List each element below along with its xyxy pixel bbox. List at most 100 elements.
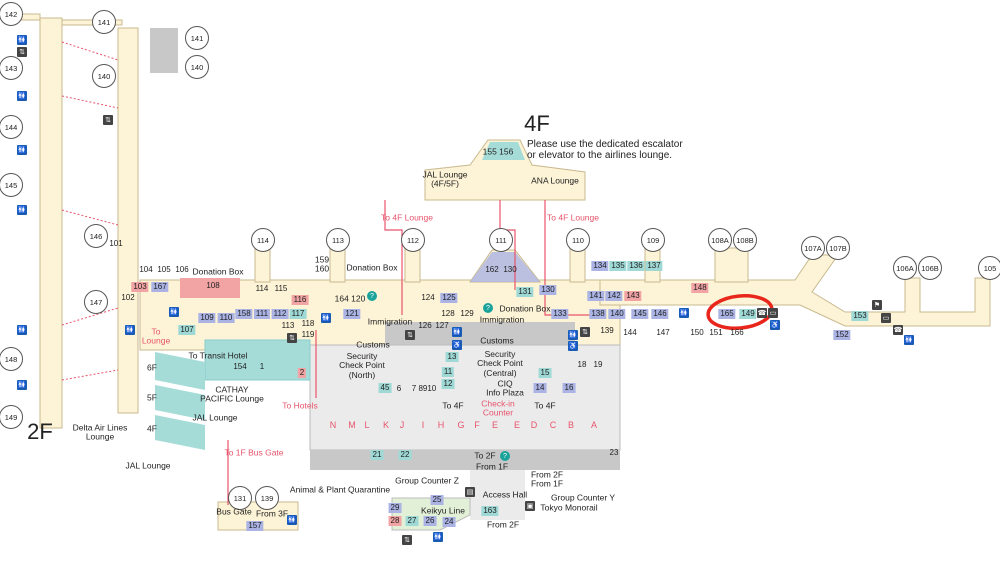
shop-number[interactable]: 158 <box>235 309 253 319</box>
label-to-transit-hotel[interactable]: To Transit Hotel <box>188 350 248 361</box>
shop-number[interactable]: 16 <box>562 383 576 393</box>
shop-number[interactable]: 29 <box>388 503 402 513</box>
shop-number[interactable]: 146 <box>651 309 669 319</box>
checkin-counter-letter[interactable]: I <box>421 420 425 430</box>
shop-number[interactable]: 116 <box>291 295 309 305</box>
gate-marker[interactable]: 143 <box>0 56 23 80</box>
shop-number[interactable]: 23 <box>609 448 619 457</box>
shop-number[interactable]: 136 <box>627 261 645 271</box>
shop-number[interactable]: 6 <box>396 384 402 393</box>
shop-number[interactable]: 162 <box>485 265 499 274</box>
gate-marker[interactable]: 149 <box>0 405 23 429</box>
shop-number[interactable]: 18 <box>577 360 587 369</box>
shop-number[interactable]: 127 <box>435 321 449 330</box>
shop-number[interactable]: 133 <box>551 309 569 319</box>
shop-number[interactable]: 110 <box>217 313 235 323</box>
info-icon[interactable]: ? <box>500 451 510 461</box>
shop-number[interactable]: 25 <box>430 495 444 505</box>
checkin-counter-letter[interactable]: K <box>382 420 390 430</box>
shop-number[interactable]: 151 <box>709 328 723 337</box>
shop-number[interactable]: 129 <box>460 309 474 318</box>
gate-marker[interactable]: 146 <box>84 224 108 248</box>
info-icon[interactable]: ? <box>367 291 377 301</box>
shop-number[interactable]: 128 <box>441 309 455 318</box>
gate-marker[interactable]: 107A <box>801 236 825 260</box>
gate-marker[interactable]: 144 <box>0 115 23 139</box>
checkin-counter-letter[interactable]: M <box>348 420 356 430</box>
shop-number[interactable]: 130 <box>503 265 517 274</box>
checkin-counter-letter[interactable]: N <box>329 420 337 430</box>
shop-number[interactable]: 102 <box>121 293 135 302</box>
gate-marker[interactable]: 145 <box>0 173 23 197</box>
shop-number[interactable]: 163 <box>481 506 499 516</box>
label-to-hotels[interactable]: To Hotels <box>282 400 318 411</box>
label-to-4f-lounge-1[interactable]: To 4F Lounge <box>381 212 433 223</box>
shop-number[interactable]: 121 <box>343 309 361 319</box>
shop-number[interactable]: 117 <box>289 309 307 319</box>
gate-marker[interactable]: 112 <box>401 228 425 252</box>
shop-number[interactable]: 130 <box>539 285 557 295</box>
shop-number[interactable]: 113 <box>281 321 295 330</box>
shop-number[interactable]: 28 <box>388 516 402 526</box>
shop-number[interactable]: 111 <box>253 309 271 319</box>
label-to-4f-2[interactable]: To 4F <box>534 400 556 411</box>
checkin-counter-letter[interactable]: D <box>530 420 538 430</box>
shop-number[interactable]: 142 <box>605 291 623 301</box>
shop-number[interactable]: 108 <box>204 281 222 291</box>
gate-marker[interactable]: 111 <box>489 228 513 252</box>
shop-number[interactable]: 135 <box>609 261 627 271</box>
label-to-1f-bus[interactable]: To 1F Bus Gate <box>224 447 284 458</box>
shop-number[interactable]: 141 <box>587 291 605 301</box>
gate-marker[interactable]: 108A <box>708 228 732 252</box>
shop-number[interactable]: 137 <box>645 261 663 271</box>
shop-number[interactable]: 14 <box>533 383 547 393</box>
gate-marker[interactable]: 105 <box>978 256 1000 280</box>
gate-marker[interactable]: 139 <box>255 486 279 510</box>
shop-number[interactable]: 150 <box>690 328 704 337</box>
gate-marker[interactable]: 147 <box>84 290 108 314</box>
shop-number[interactable]: 22 <box>398 450 412 460</box>
shop-number[interactable]: 104 <box>139 265 153 274</box>
gate-marker[interactable]: 131 <box>228 486 252 510</box>
shop-number[interactable]: 134 <box>591 261 609 271</box>
shop-number[interactable]: 152 <box>833 330 851 340</box>
gate-marker[interactable]: 109 <box>641 228 665 252</box>
label-to-2f[interactable]: To 2F <box>474 450 496 461</box>
shop-number[interactable]: 149 <box>739 309 757 319</box>
gate-marker[interactable]: 106A <box>893 256 917 280</box>
shop-number[interactable]: 105 <box>157 265 171 274</box>
gate-marker[interactable]: 141 <box>185 26 209 50</box>
checkin-counter-letter[interactable]: A <box>590 420 598 430</box>
gate-marker[interactable]: 148 <box>0 347 23 371</box>
gate-marker[interactable]: 142 <box>0 2 23 26</box>
gate-marker[interactable]: 108B <box>733 228 757 252</box>
shop-number[interactable]: 125 <box>440 293 458 303</box>
shop-number[interactable]: 148 <box>691 283 709 293</box>
shop-number[interactable]: 2 <box>297 368 307 378</box>
shop-number[interactable]: 45 <box>378 383 392 393</box>
shop-number[interactable]: 11 <box>441 367 455 377</box>
shop-number[interactable]: 21 <box>370 450 384 460</box>
checkin-counter-letter[interactable]: C <box>549 420 557 430</box>
shop-number[interactable]: 112 <box>271 309 289 319</box>
checkin-counter-letter[interactable]: L <box>364 420 370 430</box>
gate-marker[interactable]: 141 <box>92 10 116 34</box>
checkin-counter-letter[interactable]: G <box>457 420 465 430</box>
shop-number[interactable]: 13 <box>445 352 459 362</box>
gate-marker[interactable]: 106B <box>918 256 942 280</box>
shop-number[interactable]: 15 <box>538 368 552 378</box>
shop-number[interactable]: 131 <box>516 287 534 297</box>
shop-number[interactable]: 1 <box>259 362 265 371</box>
shop-number[interactable]: 27 <box>405 516 419 526</box>
shop-number[interactable]: 115 <box>274 284 288 293</box>
shop-number[interactable]: 109 <box>198 313 216 323</box>
shop-number[interactable]: 138 <box>589 309 607 319</box>
shop-number[interactable]: 19 <box>593 360 603 369</box>
gate-marker[interactable]: 107B <box>826 236 850 260</box>
shop-number[interactable]: 126 <box>418 321 432 330</box>
info-icon[interactable]: ? <box>483 303 493 313</box>
shop-number[interactable]: 153 <box>851 311 869 321</box>
shop-number[interactable]: 7 8910 <box>411 384 437 393</box>
checkin-counter-letter[interactable]: E <box>491 420 499 430</box>
shop-number[interactable]: 103 <box>131 282 149 292</box>
